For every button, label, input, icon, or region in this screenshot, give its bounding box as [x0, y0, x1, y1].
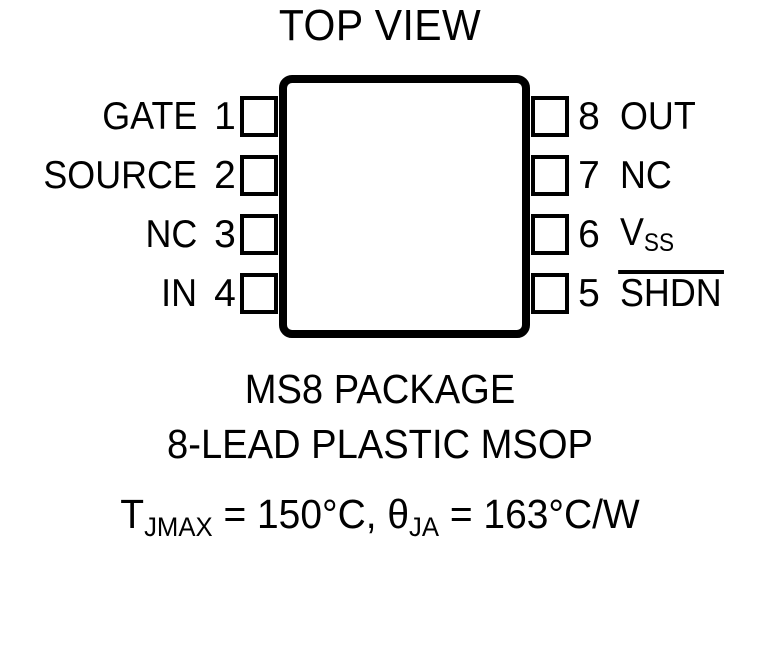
pin-rect-4 — [240, 273, 278, 314]
pin-label-8: 8 OUT — [578, 96, 760, 137]
pin-rect-5 — [531, 273, 569, 314]
tjmax-symbol: T — [120, 491, 145, 537]
pin-name-6: VSS — [620, 212, 674, 258]
pin-name-5-overlined: SHDN — [618, 270, 724, 315]
pin-label-5: 5 SHDN — [578, 270, 760, 315]
caption-package-type: 8-LEAD PLASTIC MSOP — [167, 421, 593, 467]
pin-rect-2 — [240, 155, 278, 196]
pin-number-1: 1 — [214, 95, 236, 138]
pin-number-6: 6 — [578, 213, 600, 256]
caption-thermal-specs: TJMAX = 150°C, θJA = 163°C/W — [19, 490, 741, 543]
pin-name-2: SOURCE — [43, 154, 197, 197]
pin-rect-7 — [531, 155, 569, 196]
pin-name-7: NC — [620, 154, 672, 197]
pin-rect-1 — [240, 96, 278, 137]
pin-name-6-base: V — [620, 210, 644, 254]
pin-name-8: OUT — [620, 95, 696, 138]
package-body-outline — [279, 75, 530, 338]
pin-number-2: 2 — [214, 154, 236, 197]
pin-label-6: 6 VSS — [578, 212, 760, 258]
pin-label-1: GATE 1 — [0, 96, 236, 137]
theta-ja-value: = 163°C/W — [439, 491, 640, 537]
pin-number-8: 8 — [578, 95, 600, 138]
theta-ja-symbol: θ — [387, 491, 410, 537]
pin-name-1: GATE — [101, 95, 197, 138]
pin-rect-3 — [240, 214, 278, 255]
pin-name-3: NC — [145, 213, 197, 256]
pin-rect-6 — [531, 214, 569, 255]
tjmax-subscript: JMAX — [144, 511, 213, 542]
pin-name-4: IN — [161, 272, 197, 315]
pin-number-3: 3 — [214, 213, 236, 256]
pin-label-4: IN 4 — [0, 273, 236, 314]
pin-number-4: 4 — [214, 272, 236, 315]
caption-package-name: MS8 PACKAGE — [244, 366, 516, 412]
theta-ja-subscript: JA — [409, 511, 440, 542]
pin-number-7: 7 — [578, 154, 600, 197]
pin-label-2: SOURCE 2 — [0, 155, 236, 196]
pin-number-5: 5 — [578, 272, 600, 315]
pin-label-3: NC 3 — [0, 214, 236, 255]
pin-rect-8 — [531, 96, 569, 137]
diagram-title: TOP VIEW — [278, 1, 482, 50]
pin-label-7: 7 NC — [578, 155, 760, 196]
pin-name-6-subscript: SS — [643, 229, 675, 257]
tjmax-value: = 150°C, — [212, 491, 388, 537]
pin-name-5: SHDN — [618, 270, 724, 315]
